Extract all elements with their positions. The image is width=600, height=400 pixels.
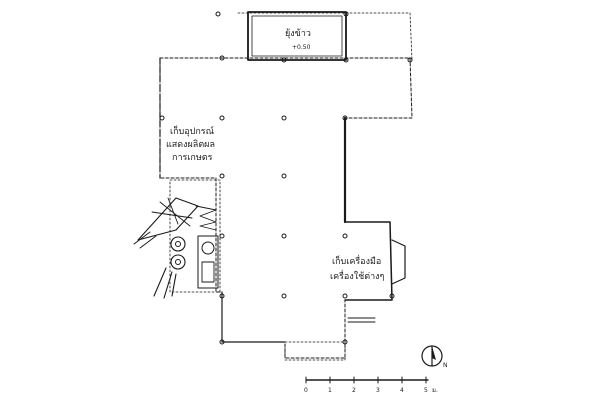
hall-outline — [159, 57, 413, 359]
north-arrow: N — [421, 345, 448, 369]
walls — [159, 57, 406, 361]
scale-tick-1: 1 — [328, 387, 332, 394]
scale-tick-0: 0 — [304, 387, 308, 394]
scale-tick-2: 2 — [352, 387, 356, 394]
scale-tick-3: 3 — [376, 387, 380, 394]
column-posts — [159, 11, 413, 345]
storage-label-1: เก็บเครื่องมือ — [332, 254, 381, 267]
farm-tools-label-2: แสดงผลิตผล — [166, 139, 215, 150]
rice-barn-level: +0.50 — [292, 44, 311, 51]
rice-barn-label: ยุ้งข้าว — [285, 28, 311, 39]
scale-bar: 0 1 2 3 4 5 ม. — [304, 376, 438, 394]
scale-tick-4: 4 — [400, 387, 404, 394]
farm-tools-label-1: เก็บอุปกรณ์ — [170, 124, 214, 137]
rice-barn-room — [237, 11, 413, 61]
scale-tick-5: 5 — [424, 387, 428, 394]
scale-unit: ม. — [432, 387, 438, 394]
farm-tools-label-3: การเกษตร — [172, 153, 213, 163]
storage-label-2: เครื่องใช้ต่างๆ — [330, 269, 385, 282]
farm-equipment — [133, 179, 221, 299]
north-arrow-label: N — [443, 362, 448, 369]
